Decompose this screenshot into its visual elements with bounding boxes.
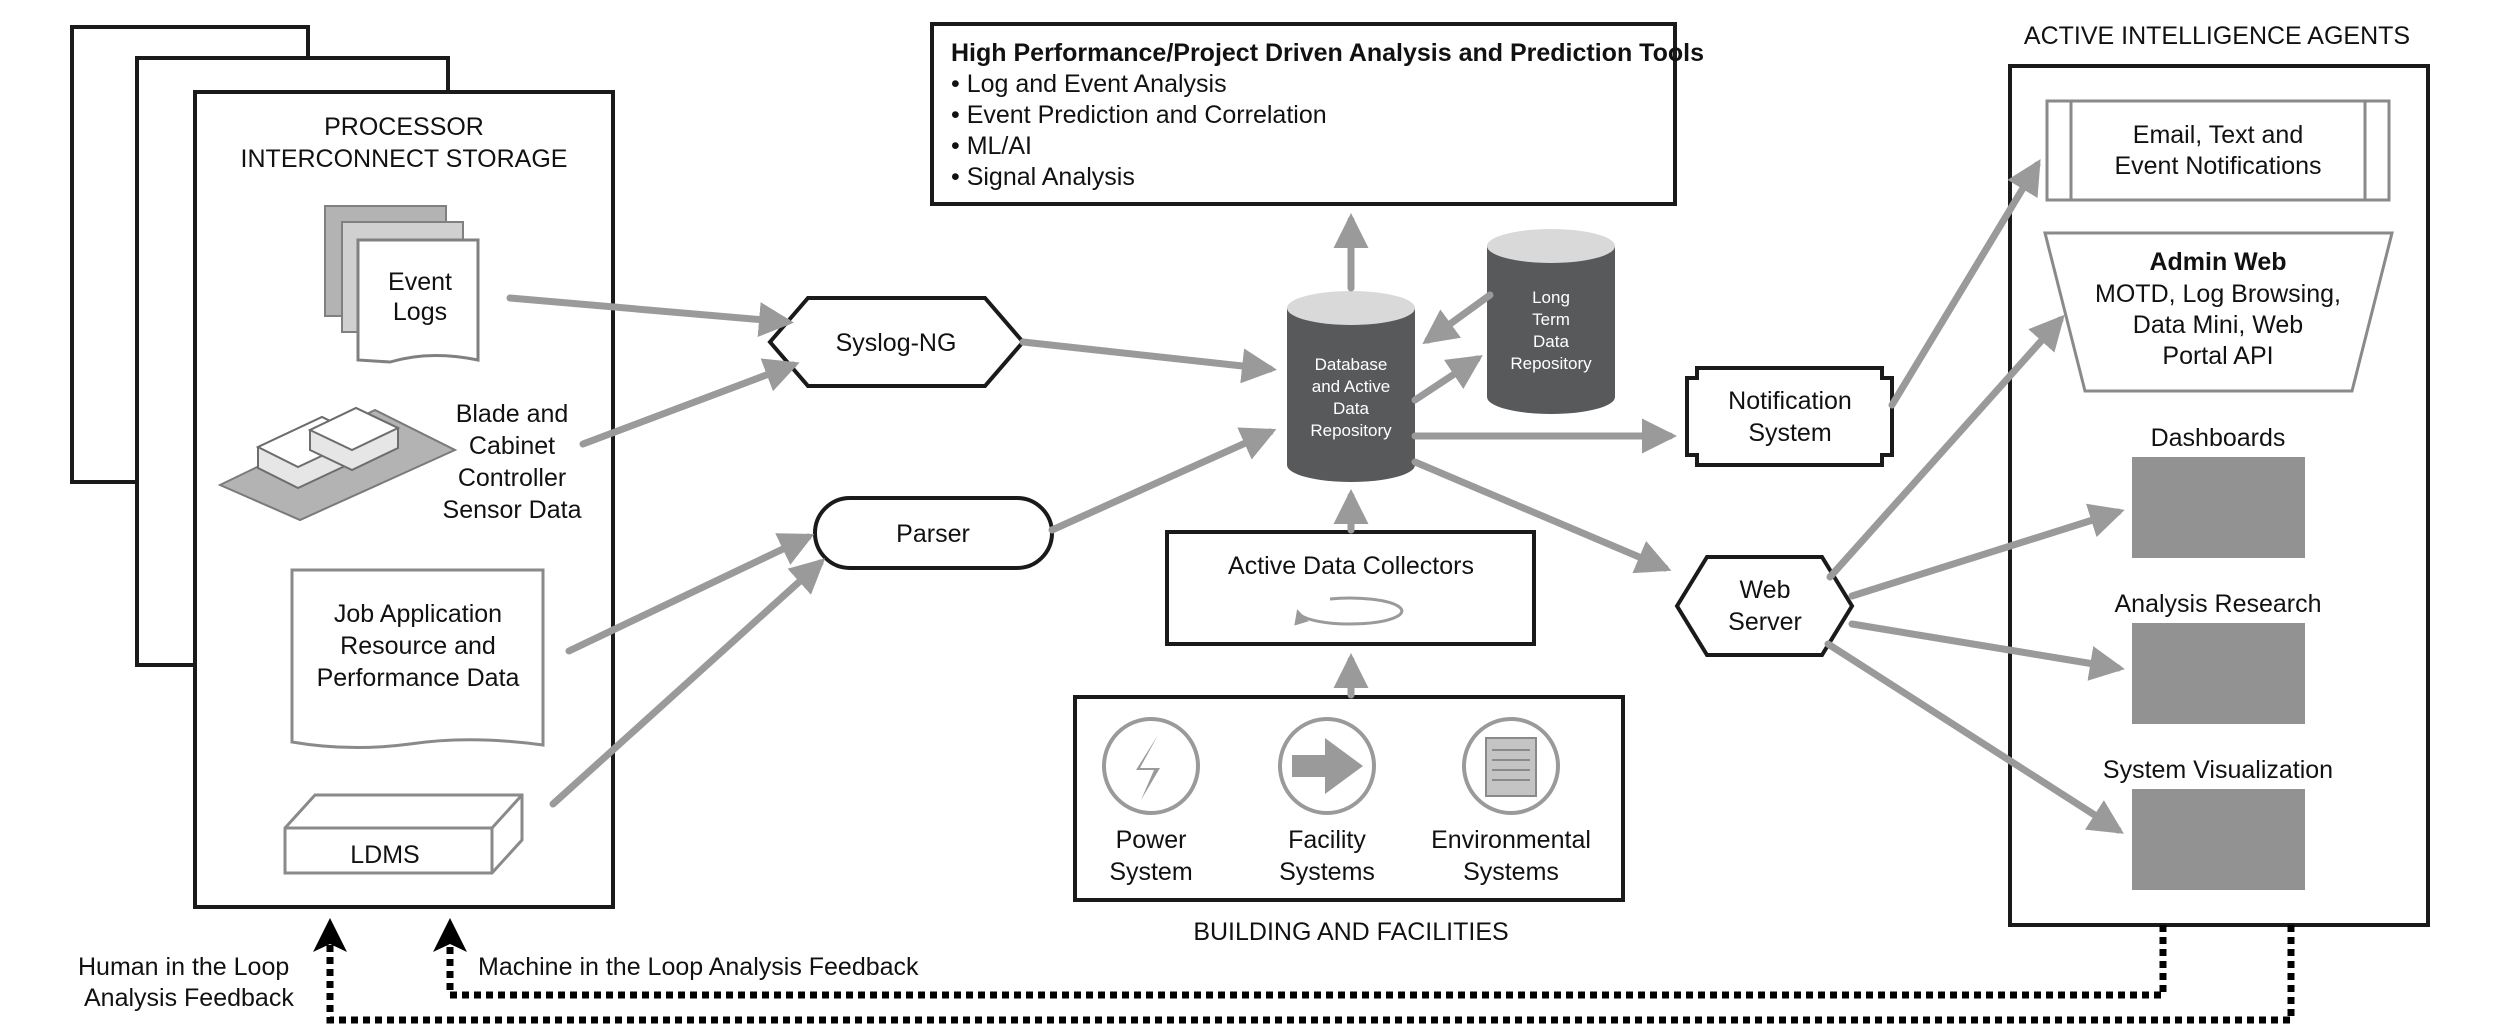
database-cylinder: Database and Active Data Repository	[1287, 291, 1415, 482]
environmental-document-icon	[1462, 717, 1560, 815]
machine-feedback-path	[446, 925, 2167, 999]
job-data-label-1: Job Application	[334, 600, 502, 628]
long-term-repository-cylinder: Long Term Data Repository	[1487, 229, 1615, 414]
admin-web-line-1: MOTD, Log Browsing,	[2095, 280, 2341, 308]
arrow-database-to-longterm	[1411, 355, 1483, 404]
database-label-4: Repository	[1310, 421, 1392, 440]
admin-web-trapezoid: Admin Web MOTD, Log Browsing, Data Mini,…	[2043, 231, 2394, 393]
arrow-webserver-to-visualization	[1824, 640, 2124, 834]
arrow-syslog-to-database	[1019, 338, 1277, 384]
event-logs-label-1: Event	[388, 268, 452, 296]
facility-label-1: Facility	[1288, 826, 1366, 854]
web-server-label-1: Web	[1740, 576, 1791, 604]
arrow-event-logs-to-syslog	[506, 294, 794, 338]
long-term-label-3: Data	[1533, 332, 1569, 351]
job-data-label-3: Performance Data	[317, 664, 520, 692]
blade-label-2: Cabinet	[469, 432, 555, 460]
machine-feedback-label: Machine in the Loop Analysis Feedback	[478, 953, 919, 981]
human-feedback-label-2: Analysis Feedback	[84, 984, 294, 1012]
system-visualization-label: System Visualization	[2103, 756, 2333, 784]
arrow-ldms-to-parser	[549, 558, 826, 808]
flow-arrows	[506, 159, 2125, 834]
facility-arrow-icon	[1278, 717, 1376, 815]
email-notifications-box: Email, Text and Event Notifications	[2045, 99, 2391, 202]
analysis-tool-item-2: • Event Prediction and Correlation	[951, 101, 1327, 129]
ldms-label: LDMS	[350, 841, 419, 869]
processor-title-line2: INTERCONNECT STORAGE	[241, 145, 568, 173]
syslog-ng-label: Syslog-NG	[836, 329, 957, 357]
active-data-collectors-box: Active Data Collectors	[1165, 530, 1536, 646]
parser-label: Parser	[896, 520, 970, 548]
building-facilities-box: Power System Facility Systems Environmen…	[1073, 695, 1625, 902]
web-server-label-2: Server	[1728, 608, 1802, 636]
parser-node: Parser	[813, 496, 1054, 570]
event-logs-icon: Event Logs	[324, 205, 480, 364]
processor-title-line1: PROCESSOR	[324, 113, 484, 141]
analysis-tools-box: High Performance/Project Driven Analysis…	[930, 22, 1704, 206]
arrow-job-to-parser	[565, 533, 815, 655]
human-feedback-arrowhead	[313, 918, 347, 952]
environmental-label-1: Environmental	[1431, 826, 1591, 854]
arrow-notification-to-email	[1888, 159, 2041, 409]
notification-label-2: System	[1748, 419, 1831, 447]
environmental-label-2: Systems	[1463, 858, 1559, 886]
machine-feedback-arrowhead	[433, 918, 467, 952]
analysis-tool-item-1: • Log and Event Analysis	[951, 70, 1227, 98]
refresh-cycle-icon	[1294, 596, 1404, 626]
database-label-3: Data	[1333, 399, 1369, 418]
syslog-ng-node: Syslog-NG	[767, 296, 1026, 388]
blade-label-3: Controller	[458, 464, 566, 492]
arrow-webserver-to-admin	[1826, 314, 2065, 581]
analysis-tools-title: High Performance/Project Driven Analysis…	[951, 39, 1704, 67]
analysis-research-screen	[2132, 623, 2305, 724]
analysis-tool-item-3: • ML/AI	[951, 132, 1032, 160]
database-label-2: and Active	[1312, 377, 1390, 396]
arrow-blade-to-syslog	[579, 358, 800, 448]
power-label-1: Power	[1116, 826, 1187, 854]
email-label-2: Event Notifications	[2114, 152, 2321, 180]
admin-web-line-2: Data Mini, Web	[2133, 311, 2303, 339]
database-label-1: Database	[1315, 355, 1388, 374]
building-caption: BUILDING AND FACILITIES	[1193, 918, 1508, 946]
analysis-research-label: Analysis Research	[2114, 590, 2321, 618]
blade-label-4: Sensor Data	[443, 496, 582, 524]
dashboards-label: Dashboards	[2151, 424, 2286, 452]
analysis-tool-item-4: • Signal Analysis	[951, 163, 1135, 191]
power-icon	[1102, 717, 1200, 815]
web-server-node: Web Server	[1674, 555, 1855, 657]
blade-cabinet-icon	[217, 406, 458, 522]
arrow-longterm-to-database	[1422, 291, 1494, 345]
human-feedback-path	[326, 925, 2295, 1024]
arrow-webserver-to-dashboards	[1848, 503, 2125, 600]
admin-web-title: Admin Web	[2149, 248, 2286, 276]
agents-title: ACTIVE INTELLIGENCE AGENTS	[2024, 22, 2410, 50]
blade-label-1: Blade and	[456, 400, 569, 428]
ldms-box: LDMS	[283, 793, 524, 875]
job-data-document: Job Application Resource and Performance…	[290, 568, 545, 750]
notification-system-node: Notification System	[1685, 366, 1894, 467]
long-term-label-1: Long	[1532, 288, 1570, 307]
power-label-2: System	[1109, 858, 1192, 886]
job-data-label-2: Resource and	[340, 632, 496, 660]
notification-label-1: Notification	[1728, 387, 1852, 415]
long-term-label-4: Repository	[1510, 354, 1592, 373]
human-feedback-label-1: Human in the Loop	[78, 953, 289, 981]
feedback-loops	[326, 925, 2295, 1024]
feedback-arrowheads	[313, 918, 467, 952]
long-term-label-2: Term	[1532, 310, 1570, 329]
facility-label-2: Systems	[1279, 858, 1375, 886]
email-label-1: Email, Text and	[2133, 121, 2303, 149]
arrow-parser-to-database	[1048, 427, 1277, 534]
agents-panel: Email, Text and Event Notifications Admi…	[2008, 64, 2430, 927]
event-logs-label-2: Logs	[393, 298, 447, 326]
active-collectors-label: Active Data Collectors	[1228, 552, 1474, 580]
dashboards-screen	[2132, 457, 2305, 558]
arrow-webserver-to-analysis	[1848, 620, 2125, 681]
arrow-database-to-webserver	[1411, 458, 1672, 574]
system-visualization-screen	[2132, 789, 2305, 890]
admin-web-line-3: Portal API	[2162, 342, 2273, 370]
